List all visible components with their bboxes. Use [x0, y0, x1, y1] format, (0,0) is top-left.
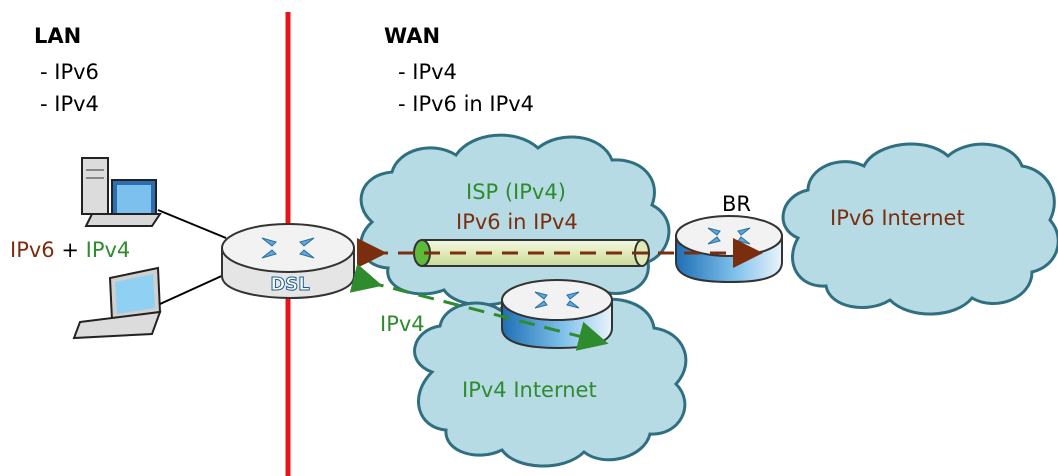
lan-protocol-ipv4: IPv4: [85, 238, 131, 262]
ipv4-path-arrow: [349, 263, 609, 351]
br-label: BR: [722, 192, 751, 216]
ipv6-internet-label: IPv6 Internet: [830, 206, 965, 230]
ipv4-router-icon: [501, 279, 613, 350]
dsl-label: DSL: [270, 274, 309, 295]
isp-cloud-label-line1: ISP (IPv4): [466, 180, 566, 204]
lan-protocols-label: IPv6 + IPv4: [10, 240, 130, 261]
lan-item-ipv6: - IPv6: [40, 60, 99, 84]
lan-item-ipv4: - IPv4: [40, 92, 99, 116]
lan-protocol-plus: +: [61, 238, 79, 262]
isp-cloud-label-line2: IPv6 in IPv4: [456, 210, 578, 234]
wan-title: WAN: [384, 24, 441, 48]
pc-link: [157, 209, 227, 239]
desktop-pc-icon: [81, 157, 162, 227]
lan-title: LAN: [34, 24, 82, 48]
lan-protocol-ipv6: IPv6: [10, 238, 55, 262]
ipv4-internet-label: IPv4 Internet: [462, 378, 597, 402]
laptop-link: [159, 273, 227, 305]
ipv6-internet-cloud: [781, 142, 1058, 316]
ipv4-link-label: IPv4: [380, 312, 425, 336]
laptop-icon: [72, 266, 162, 340]
border-relay-router-icon: [675, 215, 783, 284]
wan-item-ipv6-in-ipv4: - IPv6 in IPv4: [398, 92, 535, 116]
wan-item-ipv4: - IPv4: [398, 60, 457, 84]
dsl-router-icon: DSL: [221, 223, 355, 300]
